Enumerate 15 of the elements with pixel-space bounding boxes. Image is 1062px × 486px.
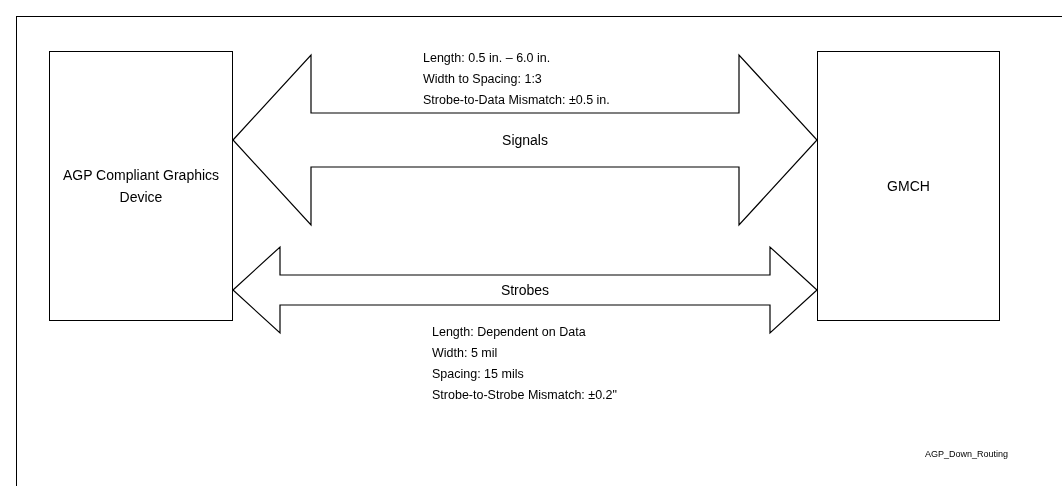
spec-note: Width to Spacing: 1:3 xyxy=(423,72,542,86)
edge-label: Signals xyxy=(499,132,551,148)
spec-note: Strobe-to-Data Mismatch: ±0.5 in. xyxy=(423,93,610,107)
spec-note: Strobe-to-Strobe Mismatch: ±0.2" xyxy=(432,388,617,402)
device-box xyxy=(49,51,233,321)
device-name: AGP Compliant Graphics Device xyxy=(61,166,221,207)
device-box xyxy=(817,51,1000,321)
spec-note: Width: 5 mil xyxy=(432,346,498,360)
device-name: GMCH xyxy=(886,177,931,196)
double-block-arrow xyxy=(232,53,818,227)
spec-note: Length: 0.5 in. – 6.0 in. xyxy=(423,51,551,65)
double-block-arrow xyxy=(232,245,818,335)
spec-note: Spacing: 15 mils xyxy=(432,367,524,381)
figure-id: AGP_Down_Routing xyxy=(925,449,1009,459)
spec-note: Length: Dependent on Data xyxy=(432,325,586,339)
